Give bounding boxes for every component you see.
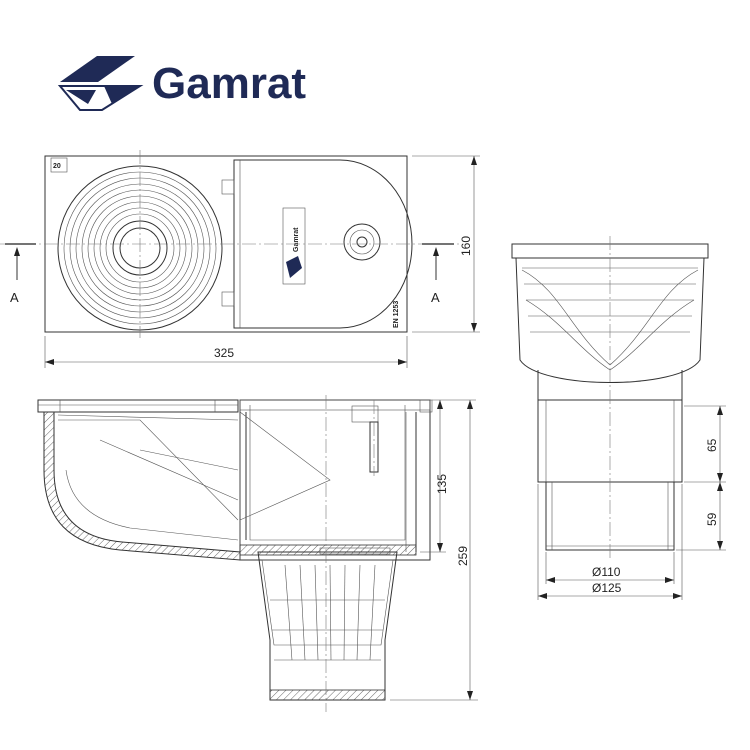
brand-mark-icon <box>57 56 144 111</box>
upper-outlet-label: 65 <box>705 438 719 452</box>
brand-name: Gamrat <box>152 59 306 108</box>
inner-diameter-label: Ø110 <box>592 565 621 579</box>
lower-outlet-label: 59 <box>705 512 719 526</box>
plan-view: 20 Gamrat E <box>0 150 460 338</box>
svg-text:EN 1253: EN 1253 <box>393 301 400 328</box>
brand-logo: Gamrat <box>57 56 306 111</box>
dimension-body-height: 135 <box>420 399 476 553</box>
dimension-inner-diameter: Ø110 <box>545 552 675 584</box>
dimension-plan-width: 325 <box>44 336 408 368</box>
dimension-total-height: 259 <box>390 400 478 701</box>
side-view <box>511 236 709 560</box>
dimension-upper-outlet: 65 <box>684 405 726 483</box>
plate-brand: Gamrat <box>293 227 300 252</box>
dimension-outer-diameter: Ø125 <box>537 484 683 600</box>
section-label-right: A <box>431 290 440 305</box>
dimension-plan-height: 160 <box>412 155 480 333</box>
svg-text:20: 20 <box>53 163 61 170</box>
section-marker-right: A <box>422 243 454 305</box>
total-height-label: 259 <box>456 546 470 566</box>
section-label-left: A <box>10 290 19 305</box>
section-marker-left: A <box>5 243 36 305</box>
plan-height-label: 160 <box>459 236 473 256</box>
dimension-lower-outlet: 59 <box>676 482 726 551</box>
outer-diameter-label: Ø125 <box>592 581 622 595</box>
section-view <box>37 395 433 712</box>
plan-width-label: 325 <box>214 346 234 360</box>
body-height-label: 135 <box>435 474 449 494</box>
